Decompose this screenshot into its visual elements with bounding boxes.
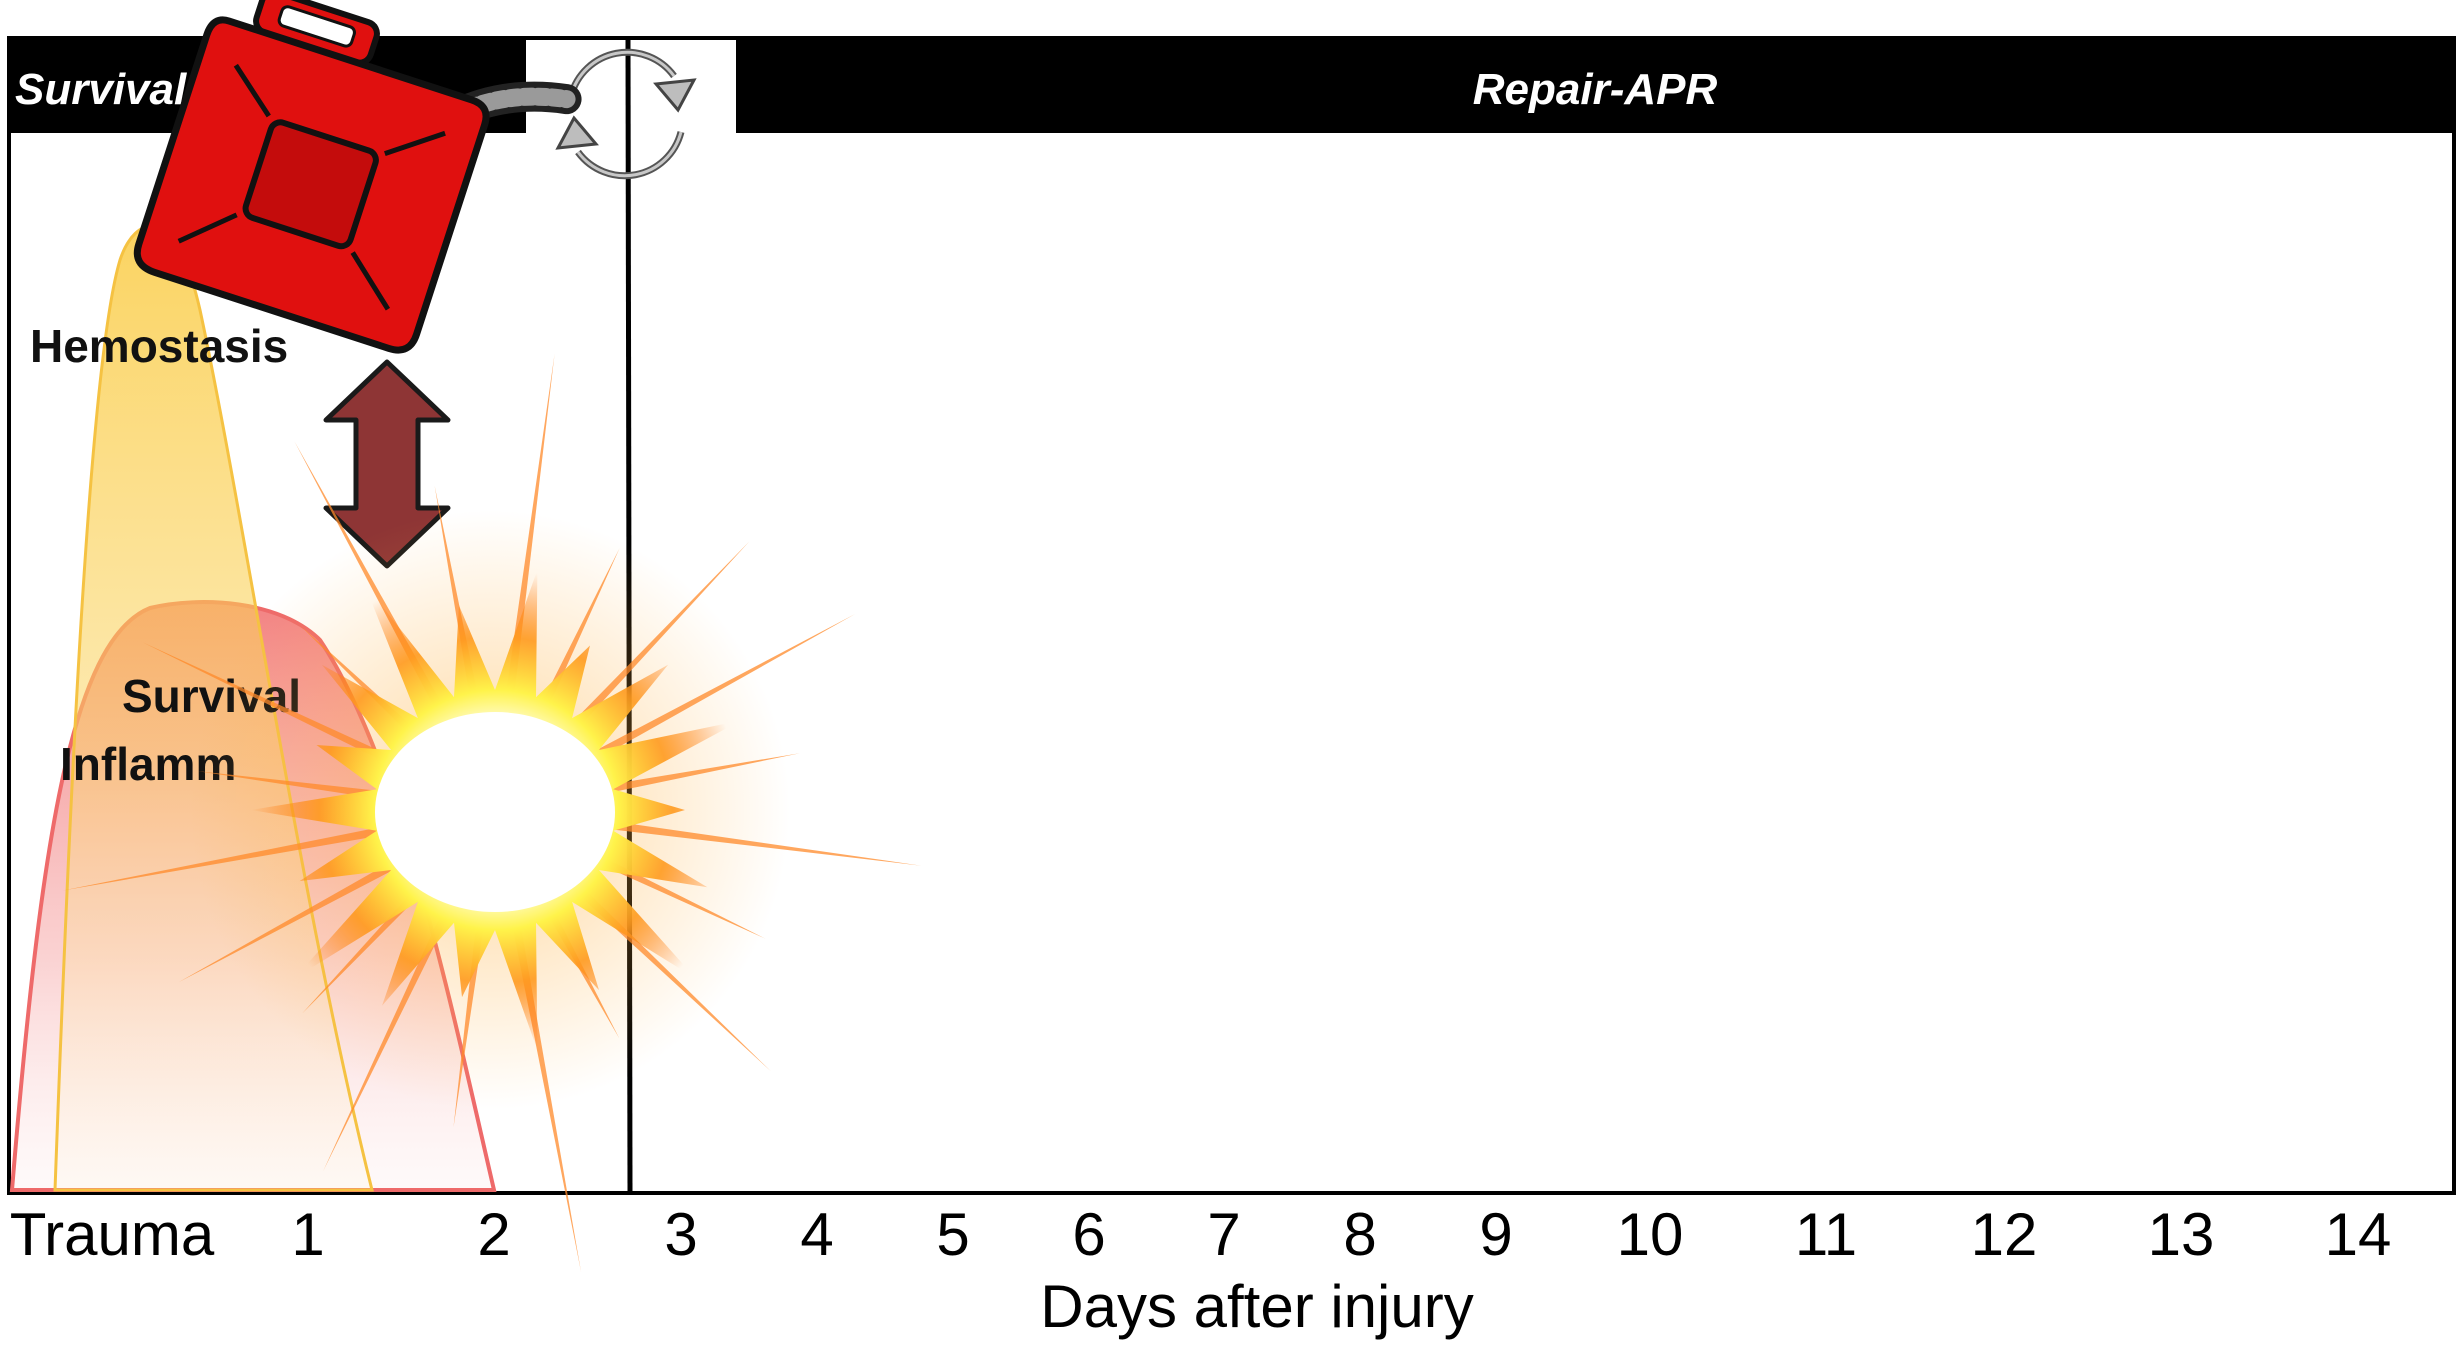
explosion-ray xyxy=(62,822,408,891)
x-tick-label: 5 xyxy=(936,1201,969,1268)
plot-frame xyxy=(7,36,2456,1195)
x-tick-label: 3 xyxy=(664,1201,697,1268)
explosion-ray xyxy=(571,614,856,771)
explosion-ray xyxy=(323,889,461,1172)
explosion-icon xyxy=(62,353,922,1273)
x-tick-label: 10 xyxy=(1617,1201,1684,1268)
explosion-ray xyxy=(583,817,922,866)
x-tick-label: 8 xyxy=(1343,1201,1376,1268)
x-tick-label: 1 xyxy=(291,1201,324,1268)
x-tick-label: 11 xyxy=(1795,1201,1857,1268)
x-tick-label: 14 xyxy=(2325,1201,2392,1268)
x-tick-label: 2 xyxy=(477,1201,510,1268)
explosion-ray xyxy=(553,541,750,748)
x-tick-label: 12 xyxy=(1971,1201,2038,1268)
x-tick-label: Trauma xyxy=(10,1201,215,1268)
x-tick-label: 13 xyxy=(2148,1201,2215,1268)
x-axis-label: Days after injury xyxy=(1040,1273,1473,1340)
hemostasis-label: Hemostasis xyxy=(30,320,288,372)
cycle-arrows-icon xyxy=(555,48,697,180)
x-tick-label: 6 xyxy=(1072,1201,1105,1268)
x-tick-label: 9 xyxy=(1479,1201,1512,1268)
repair-phase-bar xyxy=(736,40,2452,133)
x-tick-label: 4 xyxy=(800,1201,833,1268)
x-tick-label: 7 xyxy=(1207,1201,1240,1268)
fuel-can-icon xyxy=(133,0,582,354)
explosion-ray xyxy=(502,353,555,722)
explosion-ray xyxy=(142,642,416,776)
explosion-ray xyxy=(178,849,419,983)
explosion-ray xyxy=(582,753,800,798)
repair-phase-label: Repair-APR xyxy=(1473,65,1718,114)
survival-phase-label: Survival xyxy=(15,65,187,114)
